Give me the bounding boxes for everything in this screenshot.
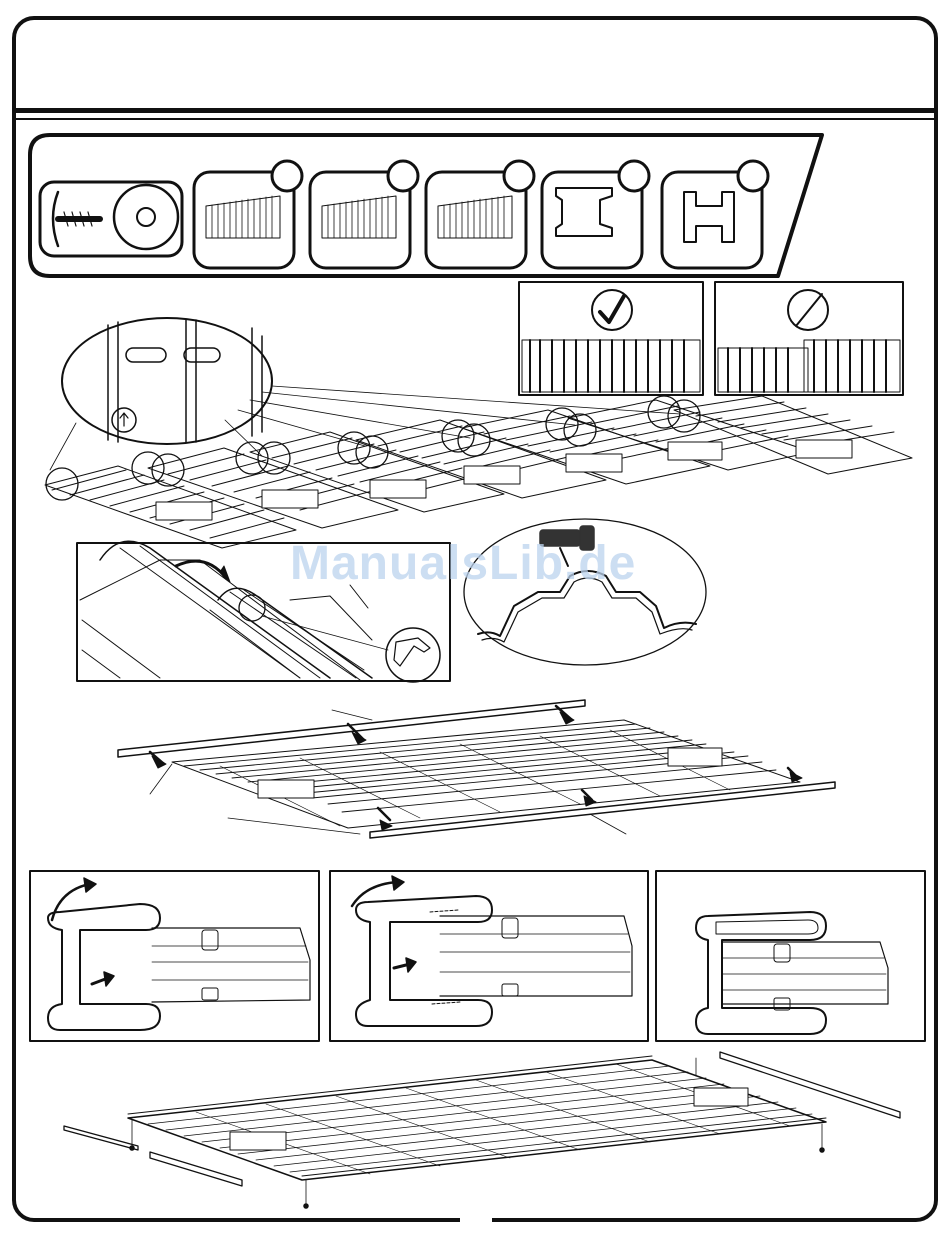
snap-stage-3 bbox=[656, 871, 925, 1041]
snap-stage-2 bbox=[330, 871, 648, 1041]
wrong-alignment-panel bbox=[715, 282, 903, 395]
rail-attachment-step bbox=[118, 700, 835, 838]
watermark: ManualsLib.de bbox=[290, 536, 636, 591]
roof-panel-icon bbox=[194, 161, 302, 268]
parts-strip bbox=[30, 135, 822, 276]
page-footer-gap bbox=[460, 1214, 492, 1228]
check-mark-icon bbox=[600, 296, 624, 322]
channel-connector-icon bbox=[662, 161, 768, 268]
curved-arrow-icon bbox=[176, 561, 226, 578]
prohibited-icon bbox=[796, 294, 822, 326]
roof-panel-icon bbox=[426, 161, 534, 268]
screw-and-washer-icon bbox=[40, 182, 182, 256]
snap-stage-1 bbox=[30, 871, 319, 1041]
rotate-arrow-icon bbox=[52, 884, 90, 920]
arrow-up-icon bbox=[120, 413, 128, 426]
correct-alignment-panel bbox=[519, 282, 703, 395]
floor-frame-assembly bbox=[64, 1052, 900, 1208]
channel-bracket-icon bbox=[542, 161, 649, 268]
roof-panel-icon bbox=[310, 161, 418, 268]
panel-overlap-step bbox=[45, 396, 912, 548]
channel-snap-sequence bbox=[30, 871, 925, 1041]
